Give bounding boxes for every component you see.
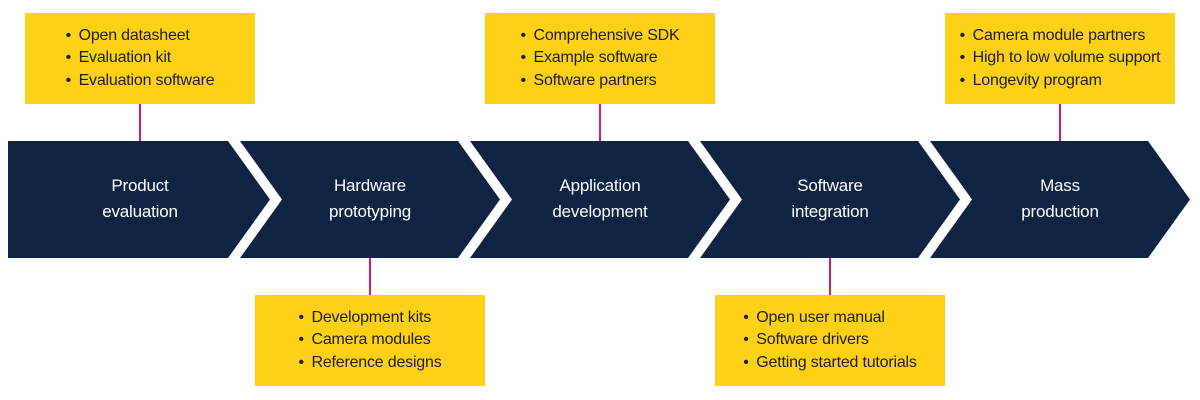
callout-list: •Comprehensive SDK •Example software •So… bbox=[521, 25, 680, 93]
stage-label-hardware-prototyping: Hardware prototyping bbox=[329, 173, 411, 225]
stage-label-application-development: Application development bbox=[552, 173, 647, 225]
bullet-icon: • bbox=[65, 26, 72, 44]
stage-arrow-hardware-prototyping bbox=[240, 141, 500, 258]
bullet-icon: • bbox=[959, 26, 966, 44]
stage-arrow-mass-production bbox=[930, 141, 1190, 258]
stage-arrow-application-development bbox=[470, 141, 730, 258]
callout-list: •Open user manual •Software drivers •Get… bbox=[743, 307, 917, 375]
callout-mass-production: •Camera module partners •High to low vol… bbox=[945, 13, 1175, 104]
bullet-icon: • bbox=[743, 308, 749, 326]
callout-item: •High to low volume support bbox=[960, 47, 1161, 70]
stage-arrow-product-evaluation bbox=[8, 141, 270, 258]
bullet-icon: • bbox=[65, 49, 72, 67]
stage-label-line2: production bbox=[1021, 202, 1099, 221]
stage-label-mass-production: Mass production bbox=[1021, 173, 1099, 225]
stage-label-line2: development bbox=[552, 202, 648, 221]
callout-item: •Evaluation kit bbox=[66, 47, 215, 70]
callout-list: •Open datasheet •Evaluation kit •Evaluat… bbox=[66, 25, 215, 93]
callout-item: •Example software bbox=[521, 47, 680, 70]
callout-item: •Camera module partners bbox=[960, 25, 1161, 48]
bullet-icon: • bbox=[520, 49, 527, 67]
stage-label-software-integration: Software integration bbox=[791, 173, 868, 225]
stage-label-line2: evaluation bbox=[102, 202, 178, 221]
stage-label-line2: integration bbox=[791, 202, 869, 221]
stage-label-line2: prototyping bbox=[329, 202, 411, 221]
callout-item: •Comprehensive SDK bbox=[521, 25, 680, 48]
bullet-icon: • bbox=[65, 71, 72, 89]
stage-label-product-evaluation: Product evaluation bbox=[102, 173, 178, 225]
callout-item: •Camera modules bbox=[298, 329, 441, 352]
callout-item: •Open datasheet bbox=[66, 25, 215, 48]
callout-application-development: •Comprehensive SDK •Example software •So… bbox=[485, 13, 715, 104]
callout-hardware-prototyping: •Development kits •Camera modules •Refer… bbox=[255, 295, 485, 386]
callout-item: •Software partners bbox=[521, 70, 680, 93]
callout-item: •Open user manual bbox=[743, 307, 916, 330]
stage-label-line1: Application bbox=[559, 176, 641, 195]
stage-arrow-software-integration bbox=[700, 141, 960, 258]
callout-list: •Development kits •Camera modules •Refer… bbox=[298, 307, 441, 375]
bullet-icon: • bbox=[959, 71, 966, 89]
callout-item: •Longevity program bbox=[960, 70, 1161, 93]
bullet-icon: • bbox=[743, 331, 749, 349]
callout-software-integration: •Open user manual •Software drivers •Get… bbox=[715, 295, 945, 386]
bullet-icon: • bbox=[298, 331, 304, 349]
stage-label-line1: Product bbox=[111, 176, 169, 195]
stage-label-line1: Hardware bbox=[333, 176, 407, 195]
bullet-icon: • bbox=[298, 353, 304, 371]
stage-label-line1: Mass bbox=[1040, 176, 1080, 195]
bullet-icon: • bbox=[520, 26, 527, 44]
callout-item: •Reference designs bbox=[298, 352, 441, 375]
bullet-icon: • bbox=[743, 353, 749, 371]
bullet-icon: • bbox=[959, 49, 966, 67]
stage-label-line1: Software bbox=[797, 176, 863, 195]
callout-item: •Software drivers bbox=[743, 329, 916, 352]
bullet-icon: • bbox=[298, 308, 304, 326]
callout-item: •Evaluation software bbox=[66, 70, 215, 93]
callout-product-evaluation: •Open datasheet •Evaluation kit •Evaluat… bbox=[25, 13, 255, 104]
bullet-icon: • bbox=[520, 71, 527, 89]
callout-list: •Camera module partners •High to low vol… bbox=[960, 25, 1161, 93]
callout-item: •Development kits bbox=[298, 307, 441, 330]
callout-item: •Getting started tutorials bbox=[743, 352, 917, 375]
